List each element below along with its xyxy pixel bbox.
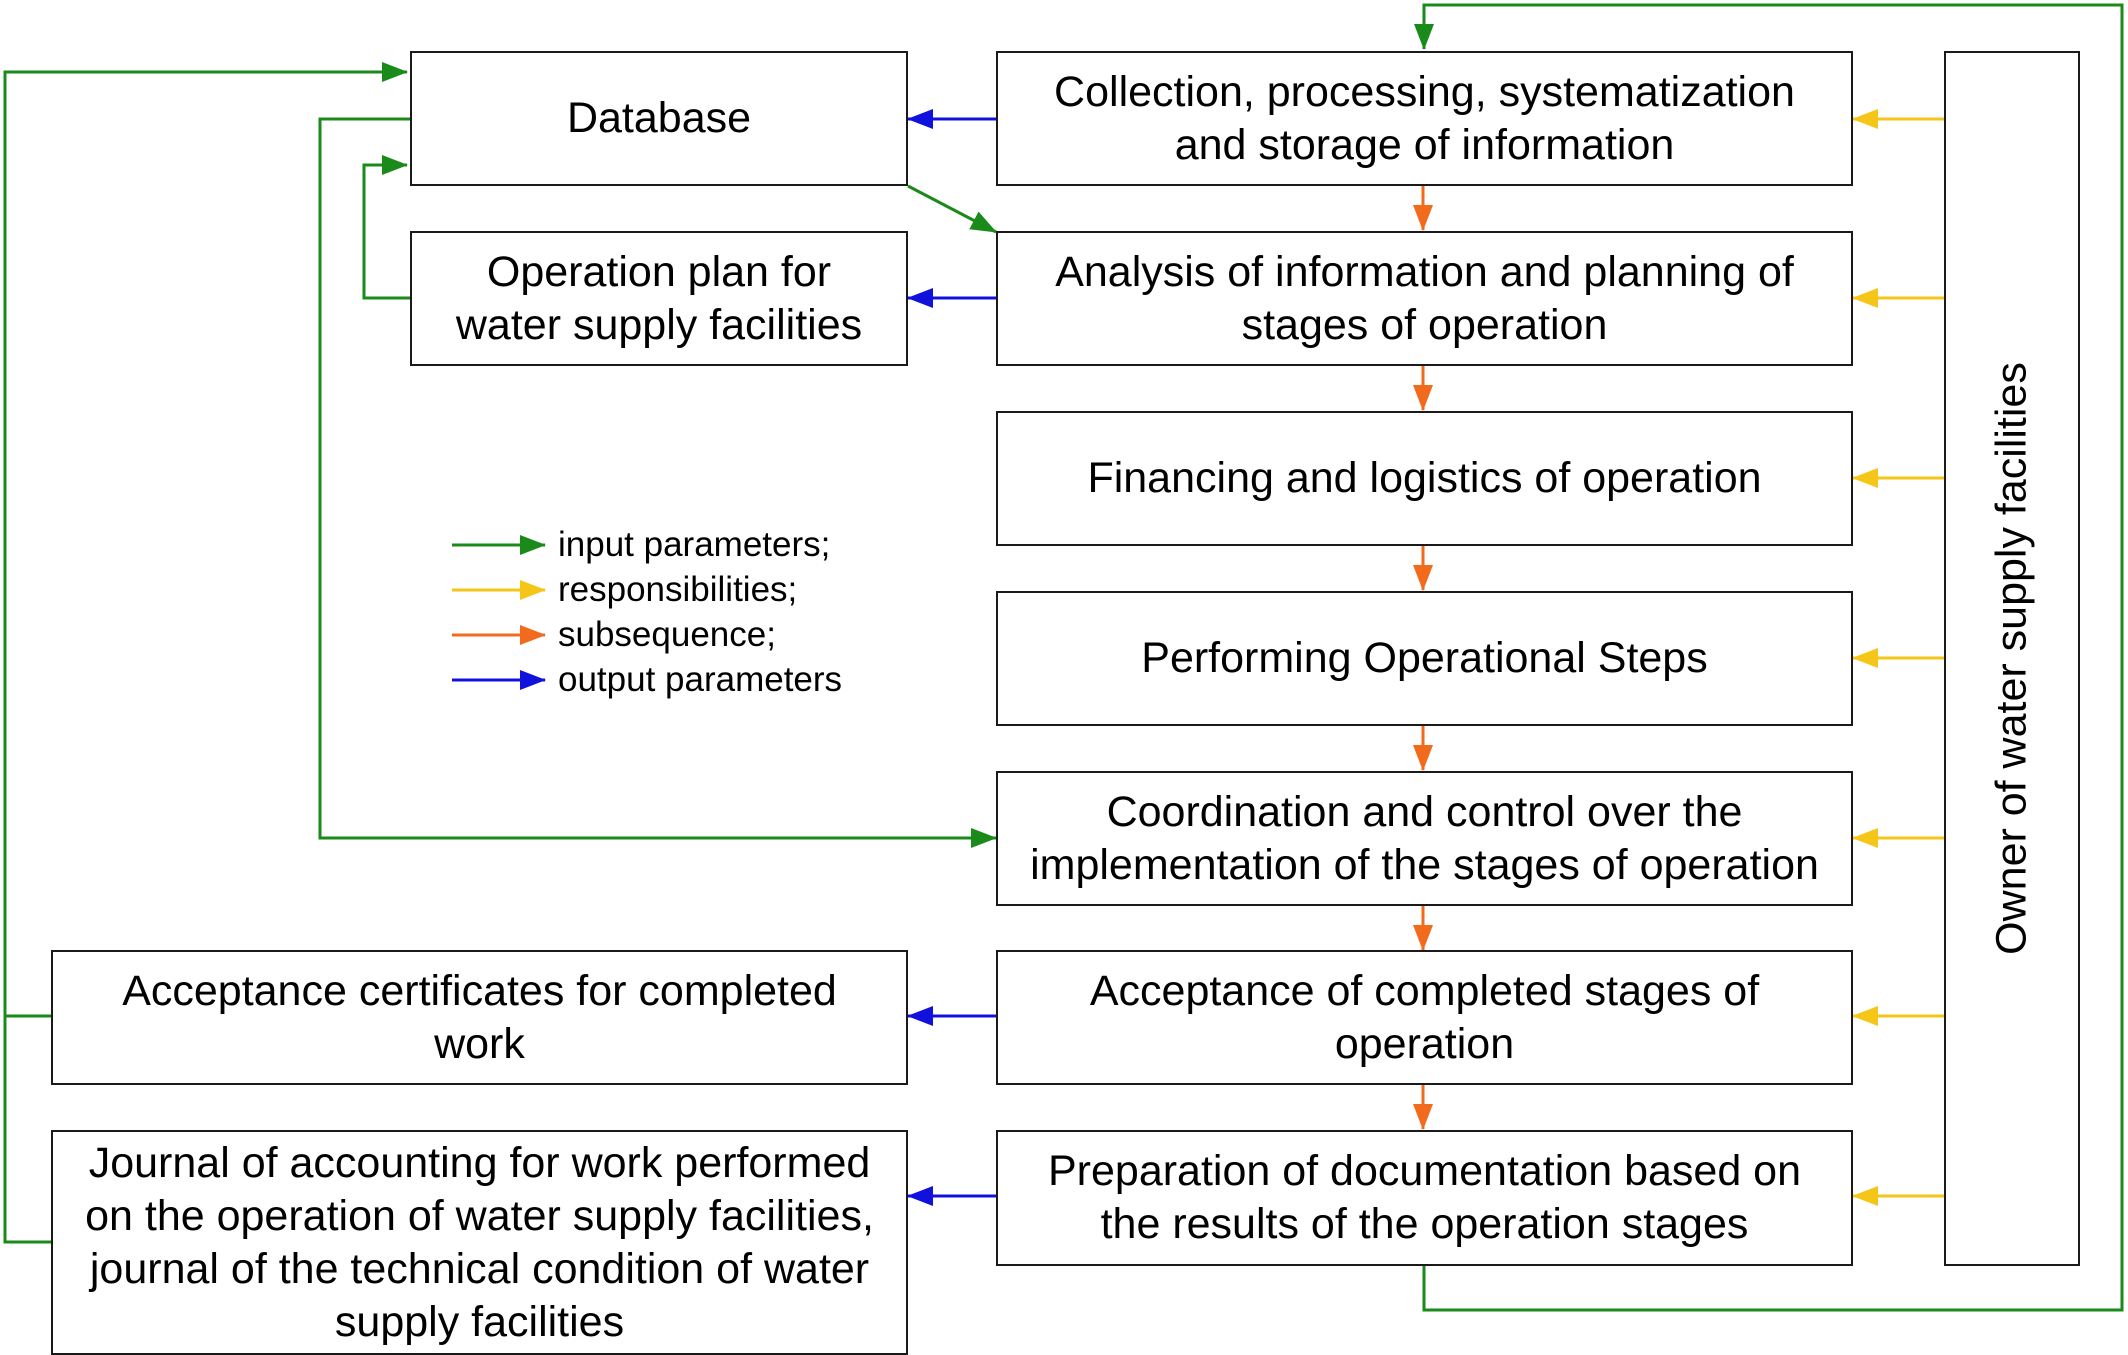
- arrow-external-to-database: [3, 62, 408, 1244]
- legend-item-responsibility: responsibilities;: [558, 570, 797, 610]
- arrow-preparation-to-collection: [1414, 3, 2124, 1312]
- input-arrows: [3, 3, 2124, 1312]
- responsibility-arrows: [1852, 109, 1944, 1206]
- preparation-box: Preparation of documentation based on th…: [996, 1130, 1853, 1266]
- acceptance-box: Acceptance of completed stages of operat…: [996, 950, 1853, 1085]
- arrow-plan-to-database: [362, 155, 410, 300]
- performing-label: Performing Operational Steps: [1141, 634, 1708, 682]
- analysis-label: Analysis of information and planning of …: [1055, 247, 1794, 349]
- journal-label: Journal of accounting for work performed…: [85, 1138, 874, 1346]
- collection-label: Collection, processing, systematization …: [1054, 67, 1795, 169]
- legend-item-input: input parameters;: [558, 525, 830, 565]
- financing-label: Financing and logistics of operation: [1087, 454, 1762, 502]
- performing-box: Performing Operational Steps: [996, 591, 1853, 726]
- operation-plan-label: Operation plan for water supply faciliti…: [455, 247, 863, 349]
- operation-plan-box: Operation plan for water supply faciliti…: [410, 231, 908, 366]
- financing-box: Financing and logistics of operation: [996, 411, 1853, 546]
- legend-item-output: output parameters: [558, 660, 842, 700]
- output-arrows: [907, 109, 996, 1206]
- certificates-label: Acceptance certificates for completed wo…: [122, 966, 837, 1068]
- acceptance-label: Acceptance of completed stages of operat…: [1089, 966, 1760, 1068]
- legend-item-subsequence: subsequence;: [558, 615, 776, 655]
- legend-label-output: output parameters: [558, 660, 843, 699]
- arrow-database-to-analysis: [907, 184, 997, 234]
- owner-box: [1944, 51, 2080, 1266]
- legend-arrows: [452, 535, 546, 690]
- certificates-box: Acceptance certificates for completed wo…: [51, 950, 908, 1085]
- legend-label-responsibility: responsibilities;: [558, 570, 798, 609]
- arrow-database-to-coordination: [318, 117, 997, 848]
- database-label: Database: [566, 94, 752, 142]
- collection-box: Collection, processing, systematization …: [996, 51, 1853, 186]
- legend-label-subsequence: subsequence;: [558, 615, 776, 654]
- legend-label-input: input parameters;: [558, 525, 831, 564]
- coordination-box: Coordination and control over the implem…: [996, 771, 1853, 906]
- journal-box: Journal of accounting for work performed…: [51, 1130, 908, 1355]
- coordination-label: Coordination and control over the implem…: [1030, 787, 1819, 889]
- analysis-box: Analysis of information and planning of …: [996, 231, 1853, 366]
- preparation-label: Preparation of documentation based on th…: [1047, 1147, 1802, 1248]
- database-box: Database: [410, 51, 908, 186]
- owner-label: Owner of water supply facilities: [1987, 362, 2036, 955]
